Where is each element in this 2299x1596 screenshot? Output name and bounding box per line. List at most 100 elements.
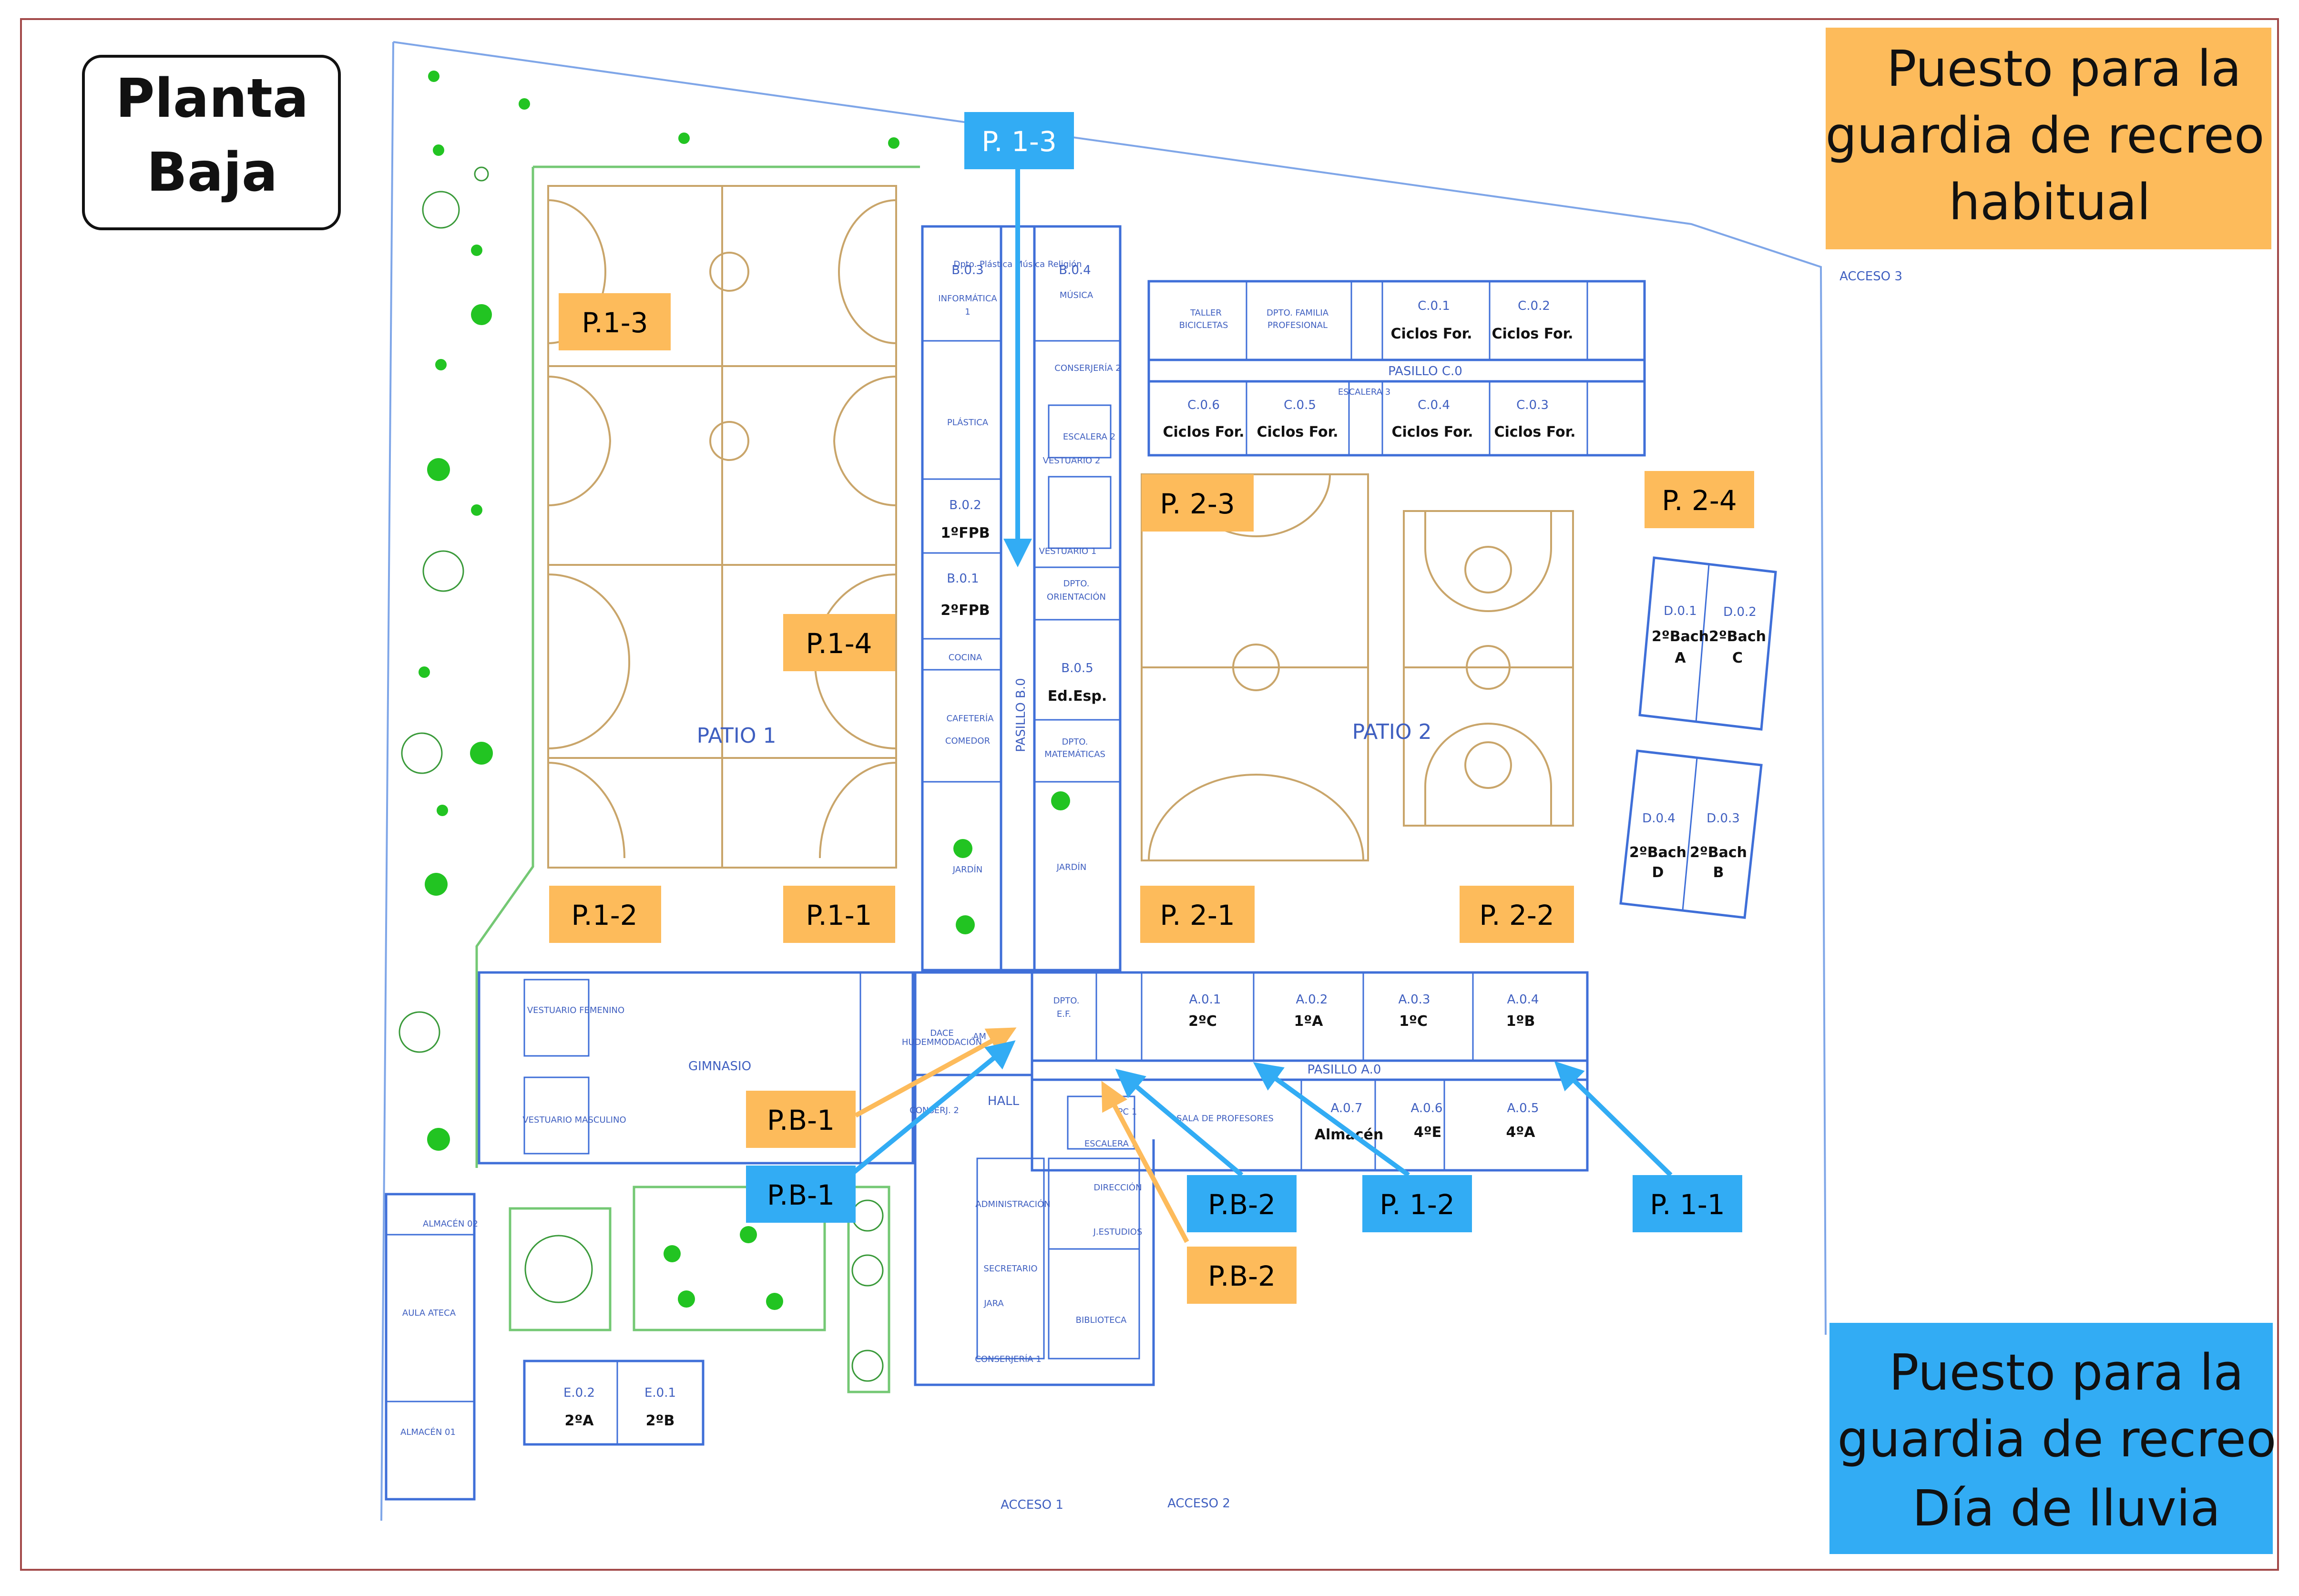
post-p2-3: P. 2-3 — [1142, 474, 1254, 532]
building-d — [1619, 556, 1777, 919]
building-gym — [478, 971, 914, 1165]
room-comedor: COMEDOR — [945, 736, 990, 746]
room-d04-letter: D — [1652, 864, 1664, 881]
room-vestuario1: VESTUARIO 1 — [1039, 546, 1097, 556]
room-b03: B.0.3 — [951, 263, 983, 277]
svg-text:P.B-2: P.B-2 — [1208, 1260, 1276, 1292]
post-p2-4: P. 2-4 — [1645, 471, 1754, 528]
svg-text:P. 1-1: P. 1-1 — [1650, 1188, 1725, 1221]
patio1-courts — [547, 185, 897, 869]
room-b05-group: Ed.Esp. — [1048, 688, 1107, 705]
svg-text:P.B-1: P.B-1 — [767, 1179, 835, 1211]
room-conserjeria2: CONSERJERÍA 2 — [1054, 363, 1121, 373]
building-b — [921, 225, 1122, 972]
room-conserjeria1: CONSERJERÍA 1 — [975, 1354, 1042, 1364]
legend-habitual-line1: Puesto para la — [1887, 40, 2241, 98]
room-a06: A.0.6 — [1411, 1101, 1443, 1115]
room-vestuario-fem: VESTUARIO FEMENINO — [527, 1005, 624, 1015]
post-p2-2: P. 2-2 — [1460, 886, 1574, 943]
room-almacen02: ALMACÉN 02 — [423, 1218, 478, 1229]
room-c05-group: Ciclos For. — [1257, 424, 1338, 440]
room-d02: D.0.2 — [1723, 605, 1757, 619]
room-c04-group: Ciclos For. — [1391, 424, 1473, 440]
svg-text:P. 2-2: P. 2-2 — [1479, 899, 1554, 931]
svg-text:P.B-1: P.B-1 — [767, 1104, 835, 1136]
room-jestudios: J.ESTUDIOS — [1093, 1227, 1143, 1237]
arrow-orange-pb2 — [1101, 1081, 1189, 1243]
map-frame — [20, 18, 2279, 1571]
legend-lluvia-line1: Puesto para la — [1889, 1343, 2244, 1402]
room-c04: C.0.4 — [1418, 398, 1450, 412]
room-a05: A.0.5 — [1507, 1101, 1539, 1115]
room-c03-group: Ciclos For. — [1494, 424, 1575, 440]
legend-lluvia-line2: guardia de recreo — [1837, 1410, 2276, 1468]
room-a03: A.0.3 — [1399, 992, 1430, 1007]
room-b02-group: 1ºFPB — [940, 525, 990, 542]
pasillo-c0-label: PASILLO C.0 — [1388, 364, 1462, 379]
room-d01-letter: A — [1675, 650, 1686, 666]
svg-text:P. 2-4: P. 2-4 — [1662, 484, 1737, 517]
room-dace: DACE — [930, 1028, 953, 1038]
title-box: Planta Baja — [82, 55, 341, 230]
room-c06-group: Ciclos For. — [1163, 424, 1244, 440]
acceso1-label: ACCESO 1 — [1001, 1498, 1063, 1512]
room-secretario: SECRETARIO — [983, 1264, 1037, 1274]
room-escalera2: ESCALERA 2 — [1063, 432, 1115, 442]
room-c01-group: Ciclos For. — [1390, 326, 1472, 342]
vegetation — [398, 71, 1070, 1382]
rain-post-p1-1: P. 1-1 — [1633, 1175, 1742, 1232]
room-b05: B.0.5 — [1061, 661, 1093, 675]
title-line2: Baja — [147, 142, 278, 204]
post-p1-2: P.1-2 — [549, 886, 661, 943]
room-a01-group: 2ºC — [1188, 1013, 1217, 1030]
svg-text:P. 2-1: P. 2-1 — [1160, 899, 1235, 931]
arrow-rain-p12 — [1253, 1062, 1410, 1177]
arrow-rain-pb1 — [825, 1040, 1016, 1196]
room-b01-group: 2ºFPB — [940, 602, 990, 619]
room-escalera3: ESCALERA 3 — [1338, 387, 1390, 397]
rain-post-pb1: P.B-1 — [746, 1166, 856, 1223]
room-a02: A.0.2 — [1296, 992, 1328, 1007]
room-d03-letter: B — [1713, 864, 1724, 881]
room-a01: A.0.1 — [1189, 992, 1221, 1007]
patio2-label: PATIO 2 — [1352, 720, 1432, 744]
room-b04: B.0.4 — [1059, 263, 1091, 277]
room-e02: E.0.2 — [563, 1386, 595, 1400]
legend-habitual: Puesto para la guardia de recreo habitua… — [1825, 28, 2271, 249]
room-dpto-ef: DPTO. — [1053, 996, 1080, 1006]
room-conserje2: CONSERJ. 2 — [909, 1105, 959, 1115]
room-d01-group: 2ºBach — [1652, 628, 1709, 645]
room-am: AM — [973, 1032, 986, 1042]
room-escalera1: ESCALERA 1 — [1084, 1139, 1137, 1149]
room-almacen01: ALMACÉN 01 — [400, 1427, 456, 1437]
room-aula-ateca: AULA ATECA — [402, 1308, 456, 1318]
rain-post-p1-3: P. 1-3 — [964, 112, 1074, 169]
svg-text:P.1-1: P.1-1 — [806, 899, 872, 931]
post-pb2-orange: P.B-2 — [1187, 1247, 1297, 1304]
rain-post-pb2: P.B-2 — [1187, 1175, 1297, 1232]
svg-text:P. 1-2: P. 1-2 — [1379, 1188, 1455, 1221]
room-b04-name: MÚSICA — [1060, 290, 1093, 300]
room-dpto-fp-2: PROFESIONAL — [1267, 320, 1328, 330]
acceso2-label: ACCESO 2 — [1167, 1496, 1230, 1511]
jardin-right-label: JARDÍN — [1056, 862, 1086, 872]
room-d03-group: 2ºBach — [1690, 844, 1747, 861]
room-a07: A.0.7 — [1331, 1101, 1363, 1115]
room-taller-2: BICICLETAS — [1179, 320, 1228, 330]
room-d03: D.0.3 — [1706, 811, 1740, 826]
rain-post-p1-2: P. 1-2 — [1362, 1175, 1472, 1232]
room-d04-group: 2ºBach — [1629, 844, 1686, 861]
room-c01: C.0.1 — [1418, 299, 1450, 313]
room-a04-group: 1ºB — [1506, 1013, 1535, 1030]
room-c06: C.0.6 — [1187, 398, 1220, 412]
room-taller: TALLER — [1190, 308, 1222, 318]
room-b03-num: 1 — [965, 307, 970, 317]
legend-habitual-line3: habitual — [1949, 173, 2151, 231]
svg-text:P. 1-3: P. 1-3 — [981, 125, 1057, 158]
room-a05-group: 4ºA — [1506, 1124, 1535, 1141]
room-dpto-orientacion: DPTO. — [1063, 579, 1090, 589]
legend-habitual-line2: guardia de recreo — [1825, 106, 2264, 164]
room-b01: B.0.1 — [947, 572, 979, 586]
room-dpto-orientacion-2: ORIENTACIÓN — [1047, 592, 1106, 602]
post-pb1-orange: P.B-1 — [746, 1091, 856, 1148]
